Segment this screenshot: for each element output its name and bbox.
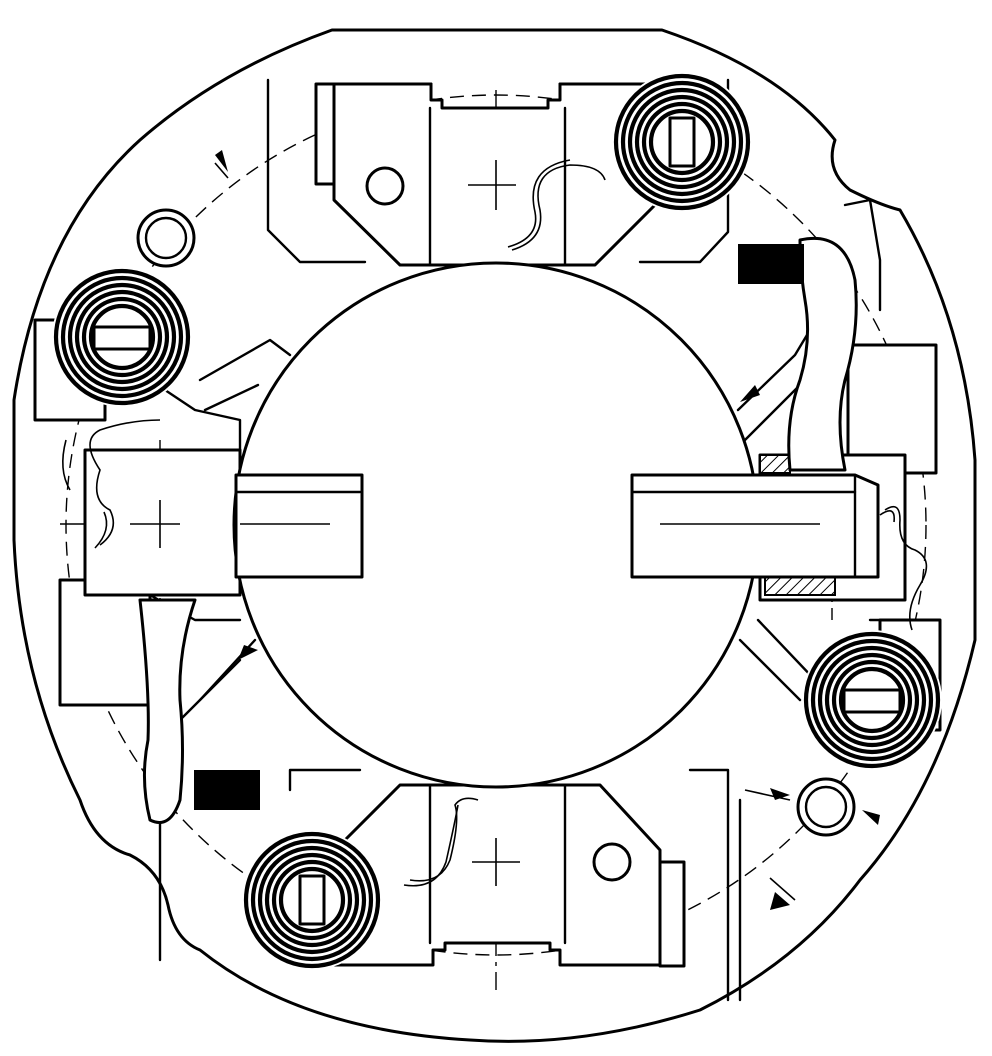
brush-box-bottom xyxy=(333,783,686,968)
dimension-arrows xyxy=(215,150,880,910)
guide-pin-top-left xyxy=(136,208,196,268)
brush-left xyxy=(234,473,364,579)
coil-spring-bottom-left xyxy=(242,830,382,970)
coil-spring-left xyxy=(52,267,192,407)
guide-pin-bottom-right xyxy=(796,777,856,837)
terminal-block-top-right xyxy=(738,244,804,284)
coil-spring-right xyxy=(802,630,942,770)
coil-spring-top-right xyxy=(612,72,752,212)
shunt-lead-right xyxy=(787,236,858,472)
terminal-block-bottom-left xyxy=(194,770,260,810)
shunt-lead-left xyxy=(138,598,197,824)
brush-right xyxy=(630,473,880,579)
